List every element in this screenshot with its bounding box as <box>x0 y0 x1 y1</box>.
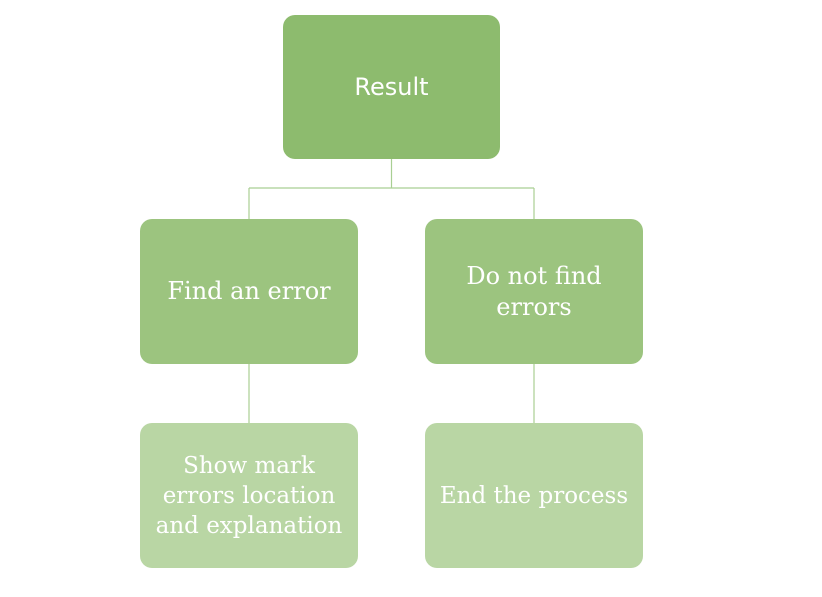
node-show-mark-errors-label: Show mark errors location and explanatio… <box>155 452 343 539</box>
node-end-the-process-label: End the process <box>439 482 629 509</box>
node-find-an-error-label: Find an error <box>167 277 331 305</box>
node-result: Result <box>283 15 500 159</box>
node-end-the-process: End the process <box>425 423 643 568</box>
node-find-an-error: Find an error <box>140 219 358 364</box>
node-show-mark-errors: Show mark errors location and explanatio… <box>140 423 358 568</box>
node-do-not-find-errors: Do not find errors <box>425 219 643 364</box>
node-result-label: Result <box>354 73 429 101</box>
node-do-not-find-errors-label: Do not find errors <box>466 261 602 321</box>
